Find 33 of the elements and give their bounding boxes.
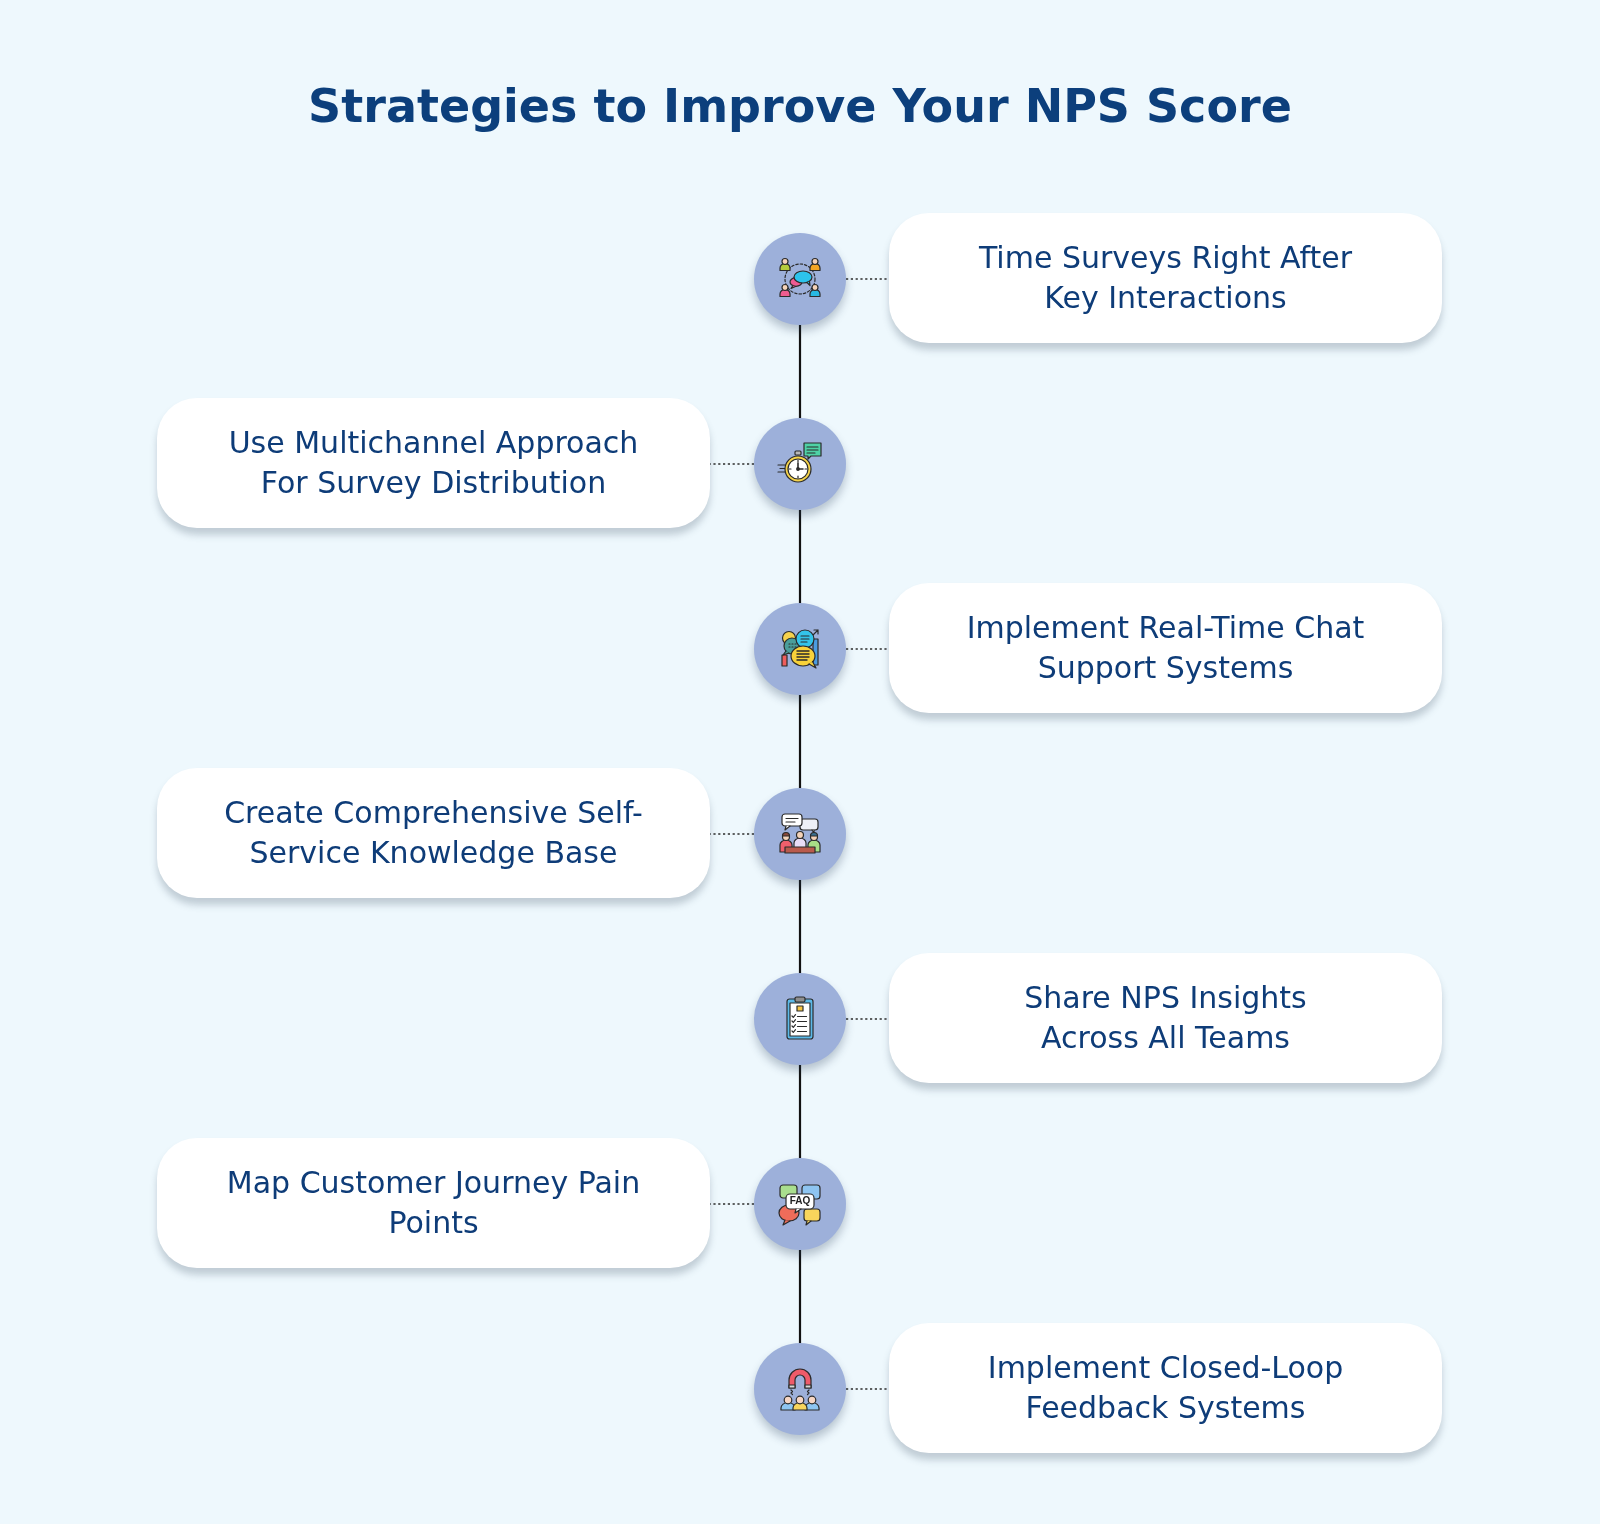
step-text: Time Surveys Right After Key Interactions [977, 239, 1354, 317]
step-circle [754, 1158, 846, 1250]
step-text: Map Customer Journey Pain Points [225, 1164, 642, 1242]
step-text: Create Comprehensive Self-Service Knowledge Base [223, 794, 644, 872]
step-card [889, 953, 1442, 1083]
dotted-connector [845, 648, 890, 650]
dotted-connector [845, 1018, 890, 1020]
step-circle [754, 418, 846, 510]
step-circle [754, 788, 846, 880]
step-card [157, 768, 710, 898]
timeline-line [798, 1065, 802, 1158]
step-text: Implement Closed-Loop Feedback Systems [986, 1349, 1345, 1427]
icon-text: FAQ [789, 1196, 811, 1206]
timeline-line [798, 880, 802, 973]
step-text: Use Multichannel Approach For Survey Distribution [227, 424, 640, 502]
step-card [889, 213, 1442, 343]
step-text: Share NPS Insights Across All Teams [1023, 979, 1308, 1057]
dotted-connector [845, 278, 890, 280]
step-card [157, 1138, 710, 1268]
step-card [889, 1323, 1442, 1453]
dotted-connector [845, 1388, 890, 1390]
step-circle [754, 233, 846, 325]
step-circle [754, 973, 846, 1065]
step-card [157, 398, 710, 528]
timeline-line [798, 510, 802, 603]
step-circle [754, 603, 846, 695]
title: Strategies to Improve Your NPS Score [308, 78, 1292, 135]
timeline-line [798, 1250, 802, 1343]
step-text: Implement Real-Time Chat Support Systems [965, 609, 1366, 687]
step-card [889, 583, 1442, 713]
timeline-line [798, 695, 802, 788]
timeline-line [798, 325, 802, 418]
step-circle [754, 1343, 846, 1435]
